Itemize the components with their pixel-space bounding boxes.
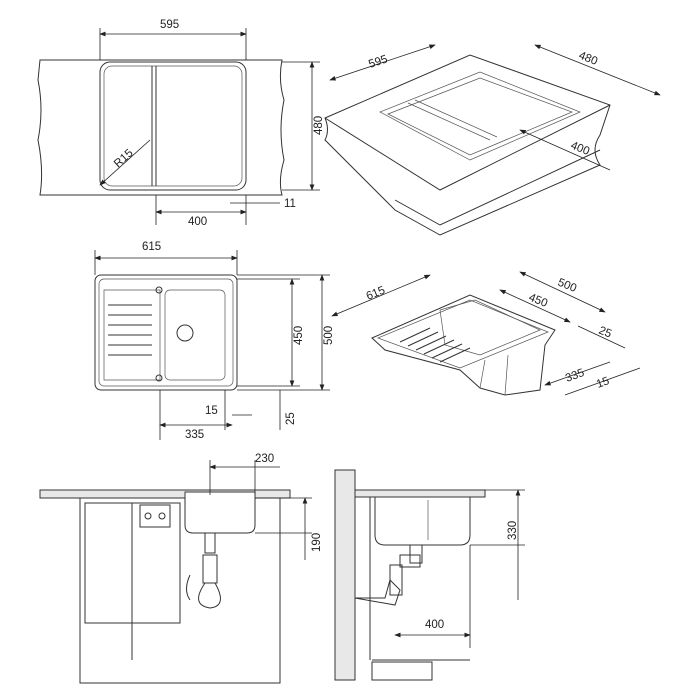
front-bowl bbox=[184, 491, 256, 534]
top-plan-edge-label: 11 bbox=[284, 198, 296, 210]
mid-plan-bowl-width-label: 335 bbox=[185, 429, 204, 441]
side-offset-label: 400 bbox=[425, 619, 444, 631]
mid-plan-rim-label: 25 bbox=[285, 412, 297, 425]
top-iso-width-label: 595 bbox=[367, 54, 389, 71]
mid-plan-inner-depth-label: 450 bbox=[293, 326, 305, 345]
side-section-view: 330 400 bbox=[334, 469, 525, 681]
top-iso-depth-label: 480 bbox=[577, 50, 599, 68]
top-plan-view: 595 480 R15 400 11 bbox=[37, 19, 325, 228]
mid-iso-view: 615 500 450 25 335 15 bbox=[331, 271, 641, 396]
top-iso-view: 595 480 400 bbox=[324, 44, 661, 236]
front-depth-label: 190 bbox=[311, 533, 323, 552]
iso-drainer-ribs bbox=[399, 327, 471, 363]
mid-iso-inner-depth-label: 450 bbox=[527, 292, 549, 310]
front-cabinet-view: 230 190 bbox=[39, 453, 323, 684]
side-depth-label: 330 bbox=[507, 521, 519, 540]
mid-plan-depth-label: 500 bbox=[323, 326, 335, 345]
front-offset-label: 230 bbox=[255, 453, 274, 465]
drain-hole bbox=[176, 324, 194, 342]
top-plan-depth-label: 480 bbox=[313, 116, 325, 135]
front-siphon bbox=[186, 532, 221, 609]
mid-iso-depth-label: 500 bbox=[556, 277, 578, 295]
mid-plan-edge-label: 15 bbox=[205, 405, 218, 417]
mid-iso-rim-label: 25 bbox=[597, 325, 613, 341]
mid-plan-view: 615 450 500 15 25 335 bbox=[94, 241, 335, 441]
mid-iso-edge-label: 15 bbox=[595, 375, 611, 391]
mid-plan-width-label: 615 bbox=[142, 241, 161, 253]
side-bowl bbox=[374, 496, 471, 546]
top-plan-width-label: 595 bbox=[160, 19, 179, 31]
top-plan-radius-label: R15 bbox=[112, 147, 136, 170]
drainer-ribs bbox=[108, 304, 152, 356]
top-plan-offset-label: 400 bbox=[188, 216, 207, 228]
mid-iso-width-label: 615 bbox=[365, 284, 387, 302]
side-siphon bbox=[354, 544, 423, 606]
mid-iso-bowl-width-label: 335 bbox=[564, 367, 586, 385]
